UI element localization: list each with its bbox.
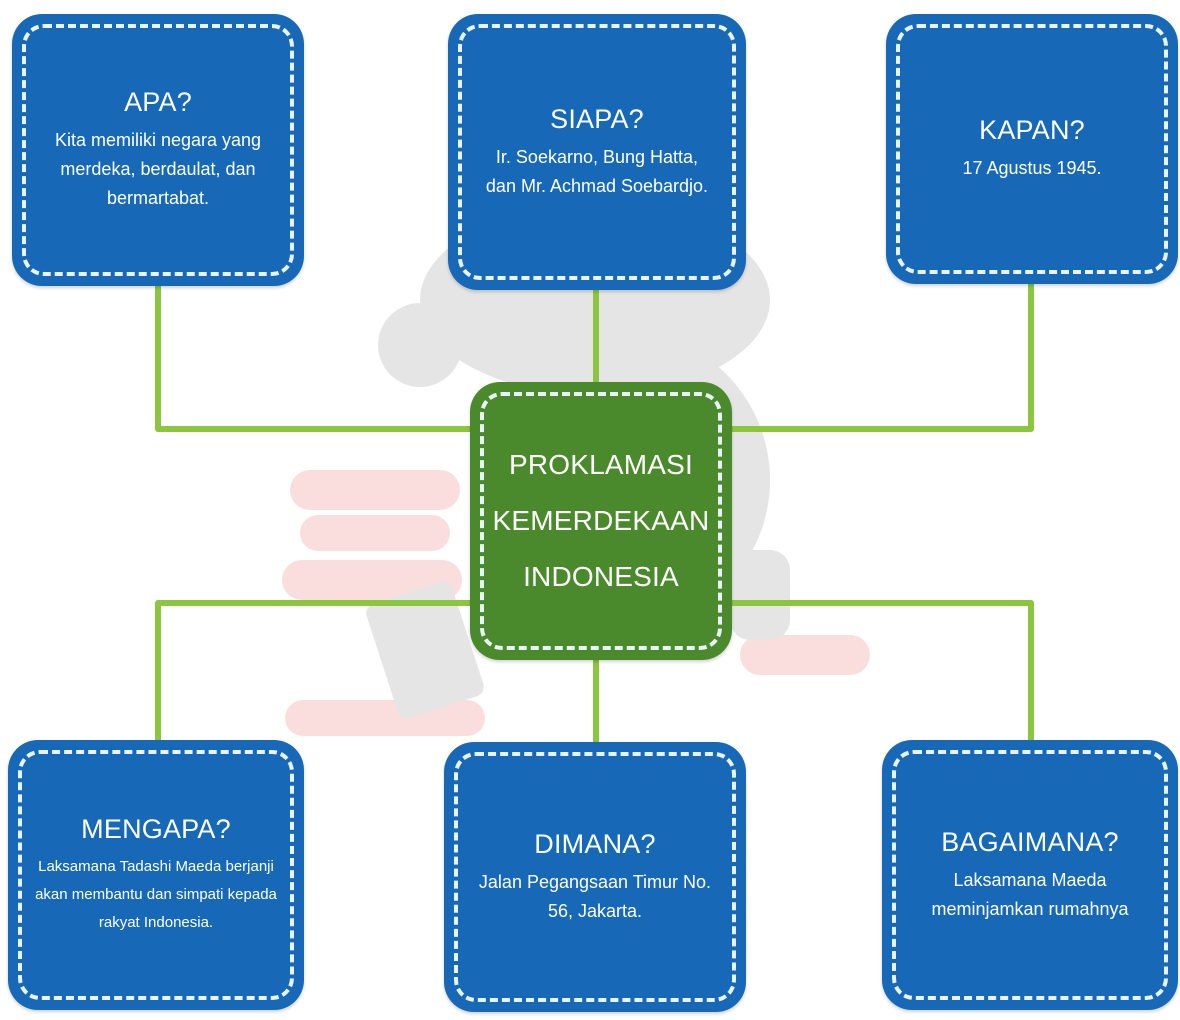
card-mengapa-description: Laksamana Tadashi Maeda berjanji akan me… [35,853,277,937]
card-kapan-title: KAPAN? [979,115,1085,145]
card-bagaimana-title: BAGAIMANA? [941,826,1119,857]
card-mengapa-line: akan membantu dan simpati kepada [35,885,277,903]
card-mengapa-line: rakyat Indonesia. [98,913,214,931]
card-apa-title: APA? [124,87,192,117]
card-dimana: DIMANA? Jalan Pegangsaan Timur No. 56, J… [444,742,746,1012]
card-kapan-line: 17 Agustus 1945. [962,158,1102,178]
central-topic-line: PROKLAMASI [508,449,694,480]
connector-mengapa [155,600,473,743]
card-dimana-line: 56, Jakarta. [547,900,643,921]
card-siapa-description: Ir. Soekarno, Bung Hatta, dan Mr. Achmad… [486,143,708,201]
card-apa-description: Kita memiliki negara yang merdeka, berda… [55,126,261,213]
card-bagaimana-description: Laksamana Maeda meminjamkan rumahnya [931,866,1128,924]
card-bagaimana-line: Laksamana Maeda [953,869,1107,890]
card-mengapa: MENGAPA? Laksamana Tadashi Maeda berjanj… [8,740,304,1010]
central-topic-line: KEMERDEKAAN [492,505,710,536]
card-siapa-title: SIAPA? [550,103,644,134]
card-bagaimana: BAGAIMANA? Laksamana Maeda meminjamkan r… [882,740,1178,1010]
card-kapan-description: 17 Agustus 1945. [962,154,1101,183]
connector-kapan [729,281,1034,432]
connector-apa [155,283,473,432]
card-apa-line: Kita memiliki negara yang [54,130,262,150]
central-topic-line: INDONESIA [523,561,679,592]
connector-bagaimana [729,600,1034,743]
card-siapa: SIAPA? Ir. Soekarno, Bung Hatta, dan Mr.… [448,14,746,290]
card-kapan: KAPAN? 17 Agustus 1945. [886,14,1178,284]
card-dimana-title: DIMANA? [534,828,656,859]
card-apa-line: bermartabat. [106,188,210,208]
central-topic-card: PROKLAMASI KEMERDEKAAN INDONESIA [470,382,732,660]
card-siapa-line: dan Mr. Achmad Soebardjo. [485,175,709,196]
card-dimana-line: Jalan Pegangsaan Timur No. [478,871,712,892]
card-dimana-description: Jalan Pegangsaan Timur No. 56, Jakarta. [479,868,711,926]
card-mengapa-line: Laksamana Tadashi Maeda berjanji [38,857,274,875]
card-mengapa-title: MENGAPA? [81,813,231,844]
card-bagaimana-line: meminjamkan rumahnya [931,898,1129,919]
card-apa: APA? Kita memiliki negara yang merdeka, … [12,14,304,286]
card-siapa-line: Ir. Soekarno, Bung Hatta, [495,146,699,167]
card-apa-line: merdeka, berdaulat, dan [60,159,256,179]
